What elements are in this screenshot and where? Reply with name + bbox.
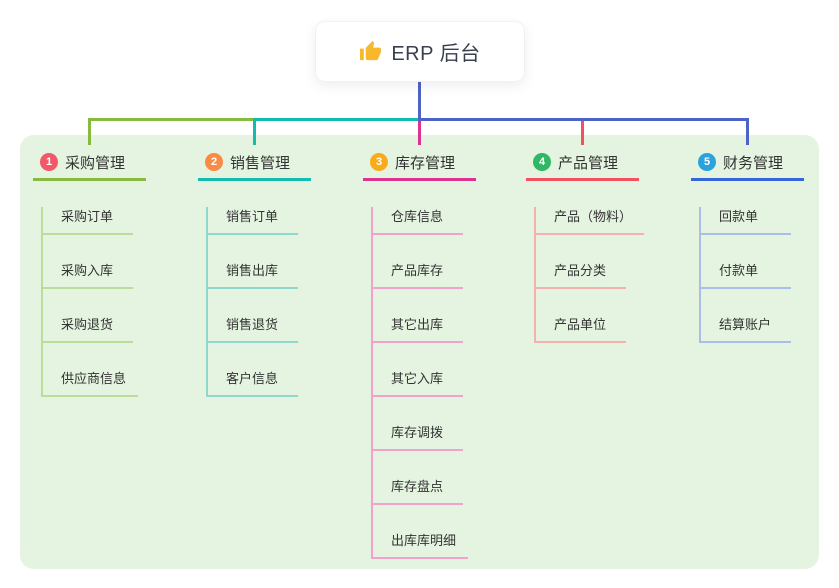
branch-sales-children: 销售订单 销售出库 销售退货 客户信息	[206, 207, 311, 397]
branch-sales-label: 销售管理	[230, 154, 291, 172]
branch-inventory: 3 库存管理 仓库信息 产品库存 其它出库 其它入库 库存调拨 库存盘点 出库库…	[363, 146, 476, 559]
branch-purchase-badge: 1	[40, 153, 58, 171]
branch-product-label: 产品管理	[558, 154, 619, 172]
branches-panel	[20, 135, 819, 569]
child-node[interactable]: 库存盘点	[373, 477, 463, 505]
connector-drop-branch5	[746, 118, 749, 145]
branch-sales-badge: 2	[205, 153, 223, 171]
connector-drop-branch3	[418, 121, 421, 145]
branch-finance-node[interactable]: 5 财务管理	[691, 146, 804, 181]
child-node[interactable]: 付款单	[701, 261, 791, 289]
child-node[interactable]: 回款单	[701, 207, 791, 235]
connector-drop-branch1	[88, 118, 91, 145]
child-node[interactable]: 销售出库	[208, 261, 298, 289]
child-node[interactable]: 销售订单	[208, 207, 298, 235]
branch-purchase: 1 采购管理 采购订单 采购入库 采购退货 供应商信息	[33, 146, 146, 397]
branch-finance-children: 回款单 付款单 结算账户	[699, 207, 804, 343]
child-node[interactable]: 出库库明细	[373, 531, 469, 559]
connector-drop-branch2	[253, 118, 256, 145]
child-node[interactable]: 其它入库	[373, 369, 463, 397]
branch-inventory-node[interactable]: 3 库存管理	[363, 146, 476, 181]
child-node[interactable]: 采购入库	[43, 261, 133, 289]
child-node[interactable]: 产品（物料）	[536, 207, 645, 235]
connector-horizontal-teal	[253, 118, 419, 121]
child-node[interactable]: 采购订单	[43, 207, 133, 235]
branch-inventory-label: 库存管理	[395, 154, 456, 172]
branch-sales: 2 销售管理 销售订单 销售出库 销售退货 客户信息	[198, 146, 311, 397]
branch-product-badge: 4	[533, 153, 551, 171]
child-node[interactable]: 销售退货	[208, 315, 298, 343]
branch-finance: 5 财务管理 回款单 付款单 结算账户	[691, 146, 804, 343]
connector-horizontal-blue	[418, 118, 749, 121]
child-node[interactable]: 客户信息	[208, 369, 298, 397]
branch-purchase-node[interactable]: 1 采购管理	[33, 146, 146, 181]
child-node[interactable]: 供应商信息	[43, 369, 139, 397]
child-node[interactable]: 库存调拨	[373, 423, 463, 451]
child-node[interactable]: 产品库存	[373, 261, 463, 289]
child-node[interactable]: 其它出库	[373, 315, 463, 343]
branch-finance-label: 财务管理	[723, 154, 784, 172]
connector-drop-branch4	[581, 121, 584, 145]
child-node[interactable]: 采购退货	[43, 315, 133, 343]
child-node[interactable]: 产品单位	[536, 315, 626, 343]
child-node[interactable]: 结算账户	[701, 315, 791, 343]
child-node[interactable]: 仓库信息	[373, 207, 463, 235]
branch-product-children: 产品（物料） 产品分类 产品单位	[534, 207, 645, 343]
root-node[interactable]: ERP 后台	[315, 21, 525, 82]
branch-purchase-label: 采购管理	[65, 154, 126, 172]
branch-finance-badge: 5	[698, 153, 716, 171]
branch-sales-node[interactable]: 2 销售管理	[198, 146, 311, 181]
branch-product: 4 产品管理 产品（物料） 产品分类 产品单位	[526, 146, 645, 343]
connector-root-drop	[418, 82, 421, 118]
connector-horizontal-green	[88, 118, 254, 121]
child-node[interactable]: 产品分类	[536, 261, 626, 289]
branch-purchase-children: 采购订单 采购入库 采购退货 供应商信息	[41, 207, 146, 397]
root-title: ERP 后台	[391, 43, 481, 65]
branch-product-node[interactable]: 4 产品管理	[526, 146, 639, 181]
branch-inventory-badge: 3	[370, 153, 388, 171]
branch-inventory-children: 仓库信息 产品库存 其它出库 其它入库 库存调拨 库存盘点 出库库明细	[371, 207, 476, 559]
thumbs-up-icon	[359, 40, 382, 63]
